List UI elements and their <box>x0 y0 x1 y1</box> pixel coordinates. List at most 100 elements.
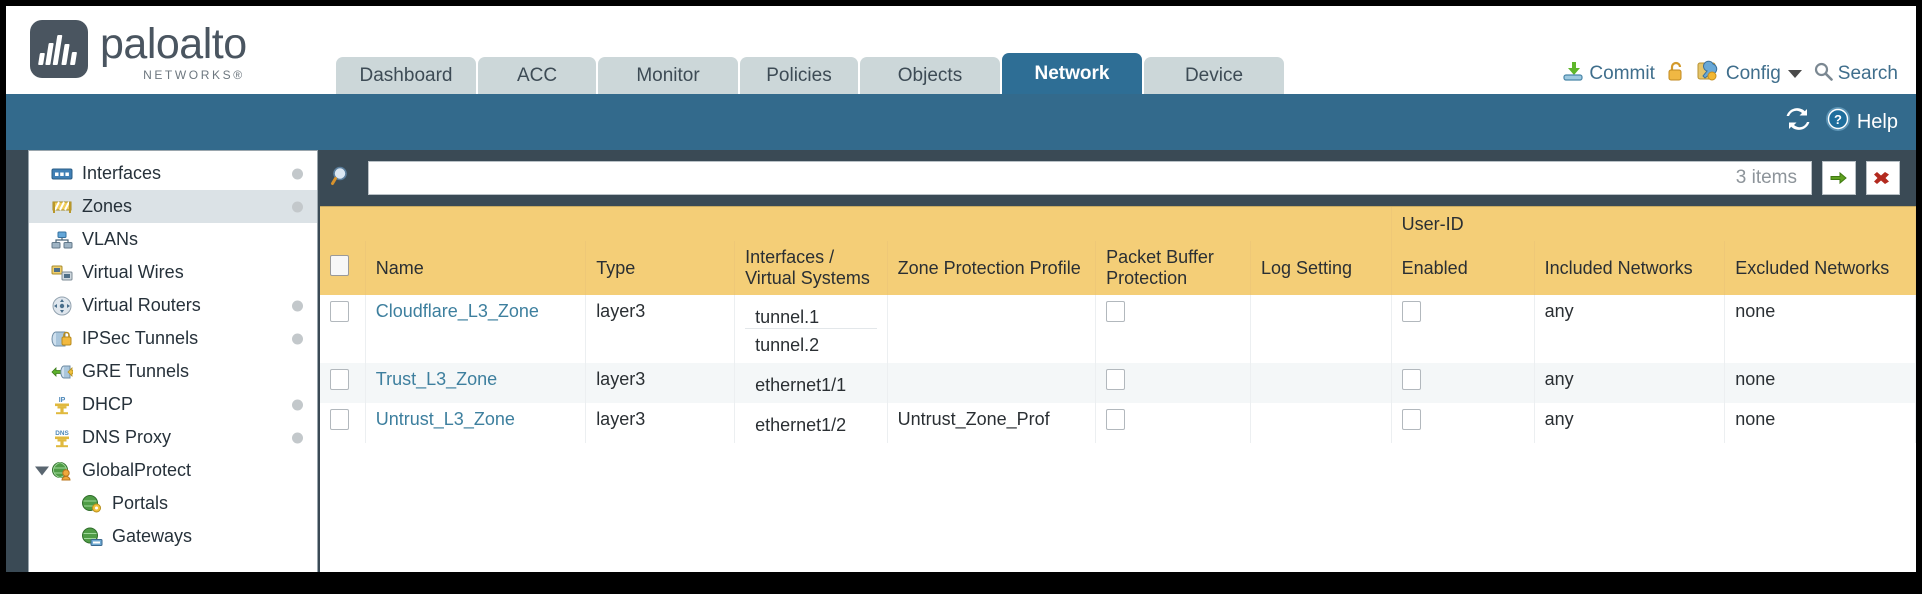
virtual-routers-icon <box>51 296 73 316</box>
bottom-edge <box>6 572 1916 586</box>
userid-enabled-checkbox[interactable] <box>1401 369 1421 390</box>
config-dropdown[interactable]: Config <box>1697 60 1802 88</box>
column-header-enabled[interactable]: Enabled <box>1391 241 1535 295</box>
cell-zone-name[interactable]: Untrust_L3_Zone <box>365 403 587 443</box>
tab-policies[interactable]: Policies <box>740 57 858 94</box>
header-actions: Commit Config <box>1562 60 1898 88</box>
table-row[interactable]: Untrust_L3_Zone layer3 ethernet1/2 Untru… <box>320 403 1916 443</box>
zones-table-wrapper[interactable]: User-ID Name Type Interfaces / Virtual S… <box>320 206 1916 586</box>
search-input[interactable]: 3 items <box>368 161 1812 195</box>
tab-monitor[interactable]: Monitor <box>598 57 738 94</box>
select-all-header[interactable] <box>320 241 366 295</box>
cell-log-setting <box>1250 403 1392 443</box>
row-checkbox[interactable] <box>330 369 349 390</box>
userid-enabled-checkbox[interactable] <box>1401 409 1421 430</box>
interface-entry: tunnel.2 <box>755 335 820 355</box>
sidebar-item-label: Portals <box>112 493 169 513</box>
sidebar-item-vlans[interactable]: VLANs <box>29 223 317 256</box>
tab-dashboard[interactable]: Dashboard <box>336 57 476 94</box>
search-magnifier-icon[interactable] <box>326 164 358 193</box>
sidebar-item-label: DHCP <box>82 394 134 414</box>
packet-buffer-protection-checkbox[interactable] <box>1106 409 1126 430</box>
column-header-type[interactable]: Type <box>585 241 736 295</box>
help-button[interactable]: ? Help <box>1825 106 1898 138</box>
column-header-packet-buffer-protection[interactable]: Packet Buffer Protection <box>1095 241 1251 295</box>
search-button[interactable]: Search <box>1813 61 1898 87</box>
sidebar-item-gre-tunnels[interactable]: GRE Tunnels <box>29 355 317 388</box>
row-checkbox[interactable] <box>330 301 349 322</box>
refresh-icon[interactable] <box>1785 107 1811 137</box>
svg-text:DNS: DNS <box>55 430 69 437</box>
column-header-interfaces[interactable]: Interfaces / Virtual Systems <box>734 241 888 295</box>
group-header-spacer <box>320 207 1392 241</box>
tab-device[interactable]: Device <box>1144 57 1284 94</box>
cell-userid-enabled[interactable] <box>1391 363 1535 403</box>
select-all-checkbox[interactable] <box>330 255 349 276</box>
sidebar-item-zones[interactable]: Zones <box>29 190 317 223</box>
sidebar-item-portals[interactable]: Portals <box>29 487 317 520</box>
zones-table: User-ID Name Type Interfaces / Virtual S… <box>320 207 1916 443</box>
column-header-excluded-networks[interactable]: Excluded Networks <box>1724 241 1916 295</box>
logo-title: paloalto <box>100 20 247 68</box>
sidebar-item-globalprotect[interactable]: GlobalProtect <box>29 454 317 487</box>
sidebar-item-interfaces[interactable]: Interfaces <box>29 157 317 190</box>
config-label: Config <box>1725 63 1781 84</box>
column-header-included-networks[interactable]: Included Networks <box>1534 241 1726 295</box>
help-label: Help <box>1856 110 1898 133</box>
sidebar-item-dhcp[interactable]: IP DHCP <box>29 388 317 421</box>
cell-userid-enabled[interactable] <box>1391 403 1535 443</box>
column-header-zone-protection-profile[interactable]: Zone Protection Profile <box>887 241 1097 295</box>
cell-packet-buffer-protection[interactable] <box>1095 403 1251 443</box>
apply-filter-button[interactable] <box>1822 161 1856 195</box>
sidebar-item-virtual-wires[interactable]: Virtual Wires <box>29 256 317 289</box>
chevron-down-icon <box>1787 70 1802 78</box>
gateways-icon <box>81 527 103 547</box>
cell-packet-buffer-protection[interactable] <box>1095 363 1251 403</box>
sidebar-item-dns-proxy[interactable]: DNS DNS Proxy <box>29 421 317 454</box>
cell-included-networks: any <box>1534 403 1726 443</box>
cell-interfaces: tunnel.1 tunnel.2 <box>734 295 888 363</box>
clear-filter-button[interactable] <box>1866 161 1900 195</box>
cell-zone-protection-profile: Untrust_Zone_Prof <box>887 403 1097 443</box>
column-header-name[interactable]: Name <box>365 241 587 295</box>
commit-label: Commit <box>1589 63 1655 84</box>
vlans-icon <box>51 230 73 250</box>
row-select-cell[interactable] <box>320 403 366 443</box>
tab-acc[interactable]: ACC <box>478 57 596 94</box>
userid-enabled-checkbox[interactable] <box>1401 301 1421 322</box>
tab-network[interactable]: Network <box>1002 53 1142 94</box>
row-checkbox[interactable] <box>330 409 349 430</box>
commit-button[interactable]: Commit <box>1562 60 1655 88</box>
column-header-log-setting[interactable]: Log Setting <box>1250 241 1392 295</box>
expander-triangle-icon[interactable] <box>35 466 49 475</box>
table-row[interactable]: Trust_L3_Zone layer3 ethernet1/1 <box>320 363 1916 403</box>
lock-button[interactable] <box>1666 60 1686 88</box>
paloalto-logo: paloalto NETWORKS® <box>30 20 247 82</box>
sidebar-status-dot <box>292 300 303 311</box>
packet-buffer-protection-checkbox[interactable] <box>1106 369 1126 390</box>
cell-userid-enabled[interactable] <box>1391 295 1535 363</box>
gre-tunnels-icon <box>51 362 73 382</box>
table-group-header-row: User-ID <box>320 207 1916 241</box>
sidebar-item-label: Zones <box>82 196 133 216</box>
packet-buffer-protection-checkbox[interactable] <box>1106 301 1126 322</box>
cell-packet-buffer-protection[interactable] <box>1095 295 1251 363</box>
sidebar-item-label: Gateways <box>112 526 193 546</box>
cell-included-networks: any <box>1534 363 1726 403</box>
cell-zone-name[interactable]: Trust_L3_Zone <box>365 363 587 403</box>
sidebar-item-ipsec-tunnels[interactable]: IPSec Tunnels <box>29 322 317 355</box>
cell-zone-name[interactable]: Cloudflare_L3_Zone <box>365 295 587 363</box>
interfaces-icon <box>51 164 73 184</box>
sidebar-item-virtual-routers[interactable]: Virtual Routers <box>29 289 317 322</box>
row-select-cell[interactable] <box>320 363 366 403</box>
dns-proxy-icon: DNS <box>51 428 73 448</box>
sidebar-status-dot <box>292 333 303 344</box>
sidebar-status-dot <box>292 201 303 212</box>
tab-objects[interactable]: Objects <box>860 57 1000 94</box>
sidebar-item-label: DNS Proxy <box>82 427 172 447</box>
row-select-cell[interactable] <box>320 295 366 363</box>
help-icon: ? <box>1825 106 1851 138</box>
sidebar-item-gateways[interactable]: Gateways <box>29 520 317 553</box>
table-row[interactable]: Cloudflare_L3_Zone layer3 tunnel.1 tunne… <box>320 295 1916 363</box>
zones-content-panel: 3 items <box>320 150 1916 586</box>
